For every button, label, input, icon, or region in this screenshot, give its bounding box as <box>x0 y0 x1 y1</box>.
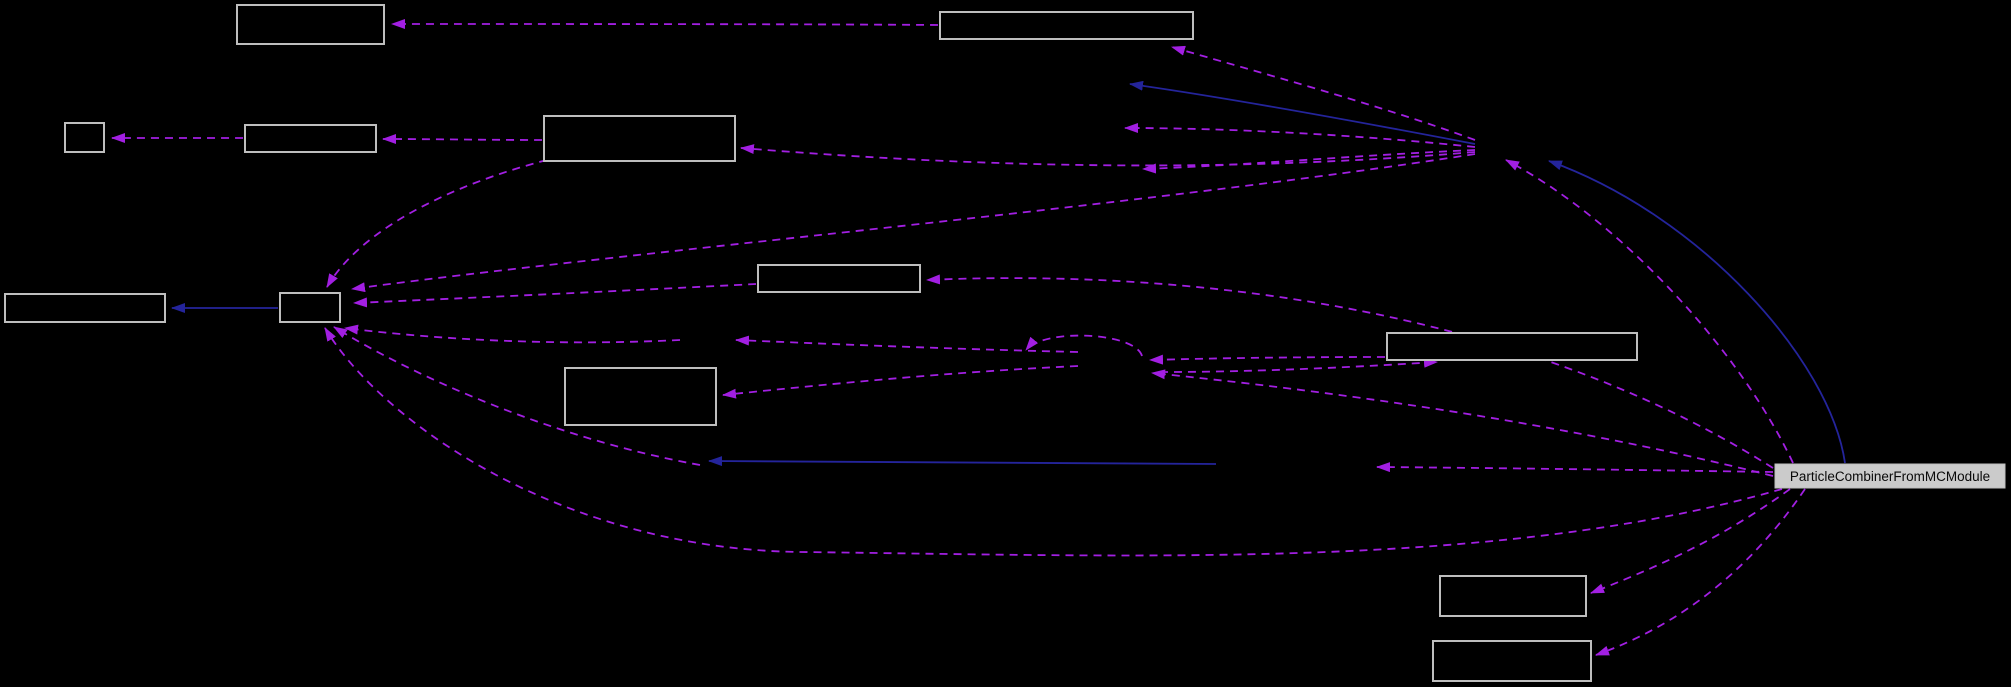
dependency-edge <box>1142 149 1476 174</box>
graph-node-6[interactable] <box>4 293 166 323</box>
graph-node-7[interactable] <box>279 292 341 323</box>
dependency-edge <box>1171 45 1476 141</box>
graph-node-11[interactable] <box>1439 575 1587 617</box>
dependency-edge <box>735 335 1079 353</box>
dependency-edge <box>926 274 1774 469</box>
graph-node-10[interactable] <box>1386 332 1638 361</box>
dependency-edge <box>740 144 1476 167</box>
dependency-edge <box>1376 462 1774 473</box>
graph-node-5[interactable] <box>543 115 736 162</box>
inheritance-edge <box>708 456 1217 467</box>
graph-node-highlight[interactable]: ParticleCombinerFromMCModule <box>1774 463 2006 489</box>
dependency-edge <box>391 19 939 30</box>
dependency-edge <box>326 159 548 288</box>
dependency-edge <box>333 326 701 466</box>
dependency-edge <box>1124 123 1476 148</box>
graph-node-12[interactable] <box>1432 640 1592 682</box>
graph-node-1[interactable] <box>236 4 385 45</box>
highlight-node-label: ParticleCombinerFromMCModule <box>1790 469 1990 484</box>
graph-node-4[interactable] <box>244 124 377 153</box>
dependency-edge <box>1590 488 1791 594</box>
graph-node-9[interactable] <box>564 367 717 426</box>
dependency-edge <box>1505 159 1794 464</box>
inheritance-edge <box>1548 160 1846 464</box>
dependency-edge <box>344 324 681 344</box>
dependency-edge <box>353 283 757 308</box>
dependency-edge <box>1159 357 1438 373</box>
graph-node-8[interactable] <box>757 264 921 293</box>
dependency-edge <box>351 153 1476 293</box>
dependency-edge <box>1151 369 1774 477</box>
self-loop-edge <box>1025 334 1143 357</box>
dependency-edge <box>382 134 543 145</box>
dependency-edge <box>1149 354 1386 365</box>
graph-node-3[interactable] <box>64 122 105 153</box>
inheritance-edge <box>1129 80 1476 145</box>
graph-node-2[interactable] <box>939 11 1194 40</box>
dependency-edge <box>324 327 1783 557</box>
dependency-edge <box>722 365 1079 399</box>
